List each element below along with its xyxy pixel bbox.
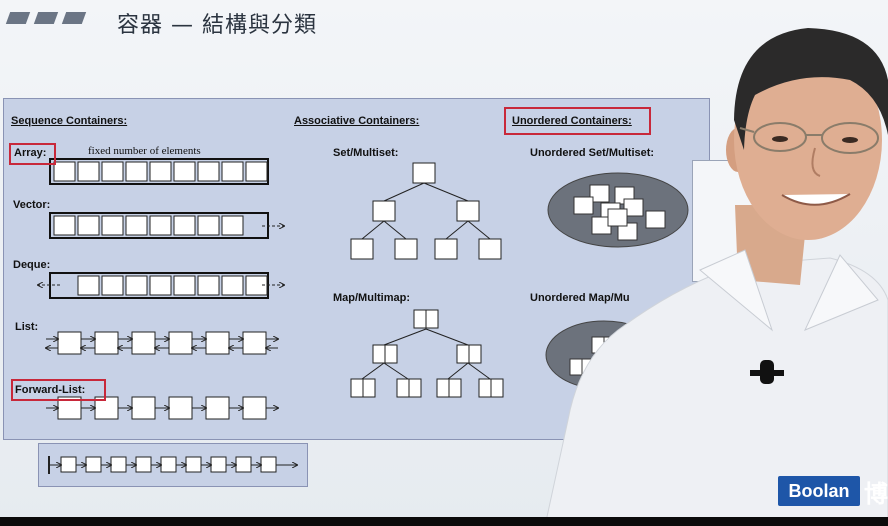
sequence-header: Sequence Containers: [11, 115, 128, 127]
array-highlight [9, 143, 56, 165]
vector-drawing [49, 212, 284, 239]
forward-list-highlight [11, 379, 106, 401]
slide-title: 容器 — 結構與分類 [117, 13, 317, 38]
unordered-highlight [504, 107, 651, 135]
set-label: Set/Multiset: [333, 147, 399, 159]
array-drawing [49, 158, 269, 185]
deque-drawing [38, 272, 284, 299]
list-label: List: [15, 321, 39, 333]
containers-diagram: Sequence Containers: Associative Contain… [3, 98, 710, 440]
unordered-set-label: Unordered Set/Multiset: [530, 147, 655, 159]
bottom-bar [0, 517, 888, 526]
fixed-elements-note: fixed number of elements [88, 145, 201, 157]
container-drawings [4, 158, 689, 420]
boolan-logo: Boolan [778, 476, 860, 506]
map-tree [350, 309, 504, 398]
forward-list-label: Forward-List: [15, 384, 86, 396]
map-label: Map/Multimap: [333, 292, 410, 304]
deque-label: Deque: [13, 259, 51, 271]
strip-drawing [48, 456, 307, 474]
vector-label: Vector: [13, 199, 51, 211]
unordered-map-label: Unordered Map/Mu [530, 292, 630, 304]
associative-header: Associative Containers: [294, 115, 420, 127]
unordered-set-drawing [547, 172, 689, 248]
slide-header: 容器 — 結構與分類 [0, 0, 888, 52]
array-label: Array: [14, 147, 47, 159]
list-drawing [46, 331, 278, 355]
forward-list-strip [38, 443, 308, 487]
unordered-header: Unordered Containers: [512, 115, 632, 127]
forward-list-drawing [46, 396, 278, 420]
set-tree [350, 162, 502, 260]
boolan-logo-cjk: 博 [864, 481, 888, 508]
